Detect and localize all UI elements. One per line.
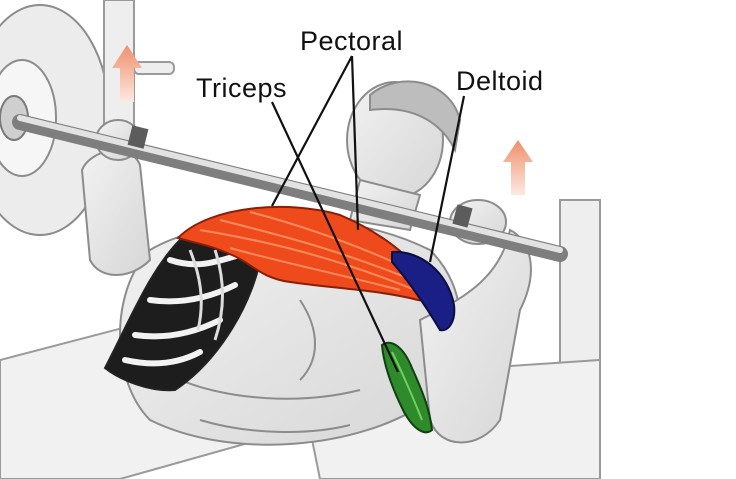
leader-lines — [271, 55, 466, 373]
pectoral-leader-line-left — [271, 55, 353, 207]
triceps-label: Triceps — [196, 73, 287, 103]
barbell — [12, 114, 568, 262]
triceps-leader-line — [271, 101, 399, 373]
deltoid-muscle — [391, 250, 456, 332]
pectoral-leader-line-right — [350, 55, 360, 231]
pectoral-label: Pectoral — [300, 26, 403, 56]
arrow-up-right-icon — [503, 140, 533, 195]
arrow-up-left-icon — [112, 45, 142, 102]
deltoid-leader-line — [428, 95, 466, 263]
deltoid-label: Deltoid — [456, 66, 544, 96]
